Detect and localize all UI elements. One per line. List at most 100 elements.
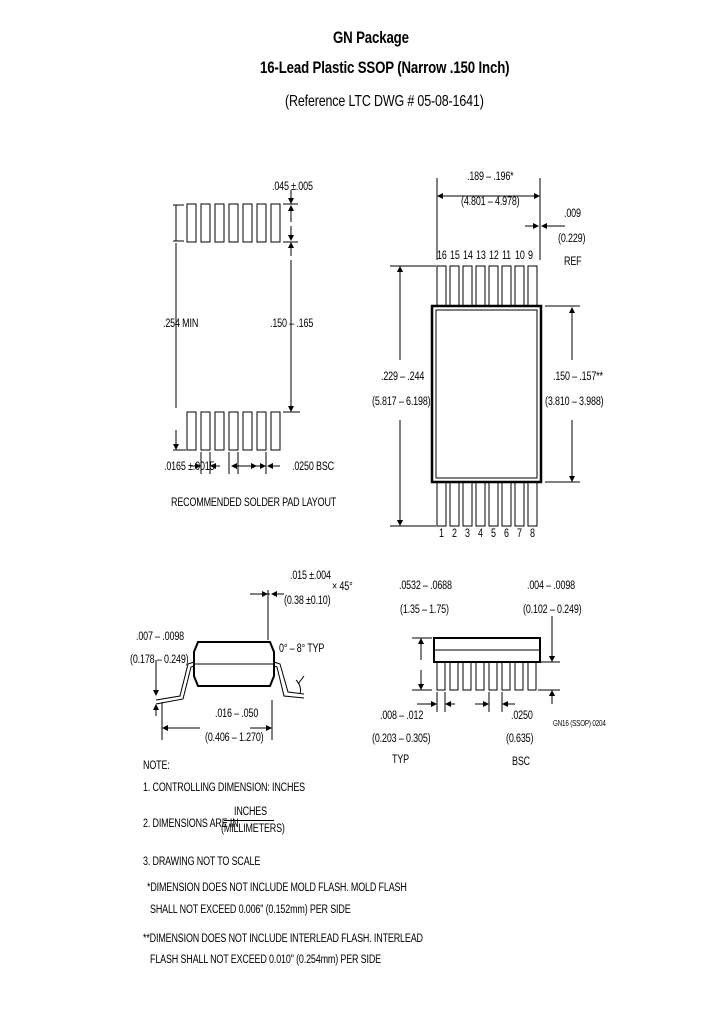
lead-top <box>501 265 512 307</box>
note-star-1a: *DIMENSION DOES NOT INCLUDE MOLD FLASH. … <box>147 882 407 894</box>
pin-number: 16 <box>437 250 447 262</box>
note-2-millimeters: (MILLIMETERS) <box>221 823 285 835</box>
end-pitch-in-label: .0250 <box>511 710 533 722</box>
solder-pad <box>200 411 211 451</box>
lead-bottom <box>475 481 486 527</box>
lead-top <box>462 265 473 307</box>
solder-pad <box>214 203 225 243</box>
ref-mm-label: (0.229) <box>558 233 586 245</box>
page-title: GN Package <box>333 28 409 47</box>
note-1: 1. CONTROLLING DIMENSION: INCHES <box>143 782 305 794</box>
ref-text-label: REF <box>564 256 582 268</box>
note-star-2a: **DIMENSION DOES NOT INCLUDE INTERLEAD F… <box>143 933 423 945</box>
pin-number: 9 <box>528 250 533 262</box>
end-lead <box>462 661 472 691</box>
lead-thickness-mm-label: (0.178 – 0.249) <box>130 654 189 666</box>
lead-top <box>527 265 538 307</box>
solder-pad <box>270 203 281 243</box>
lead-top <box>449 265 460 307</box>
lead-top <box>488 265 499 307</box>
pin-number: 7 <box>517 528 522 540</box>
solder-pad <box>186 203 197 243</box>
lead-width-mm-label: (0.203 – 0.305) <box>372 733 431 745</box>
pad-width-label: .045 ±.005 <box>272 181 313 193</box>
solder-pad <box>228 411 239 451</box>
package-body <box>430 304 543 484</box>
end-lead <box>475 661 485 691</box>
end-lead <box>436 661 446 691</box>
lead-angle-label: 0° – 8° TYP <box>279 643 325 655</box>
solder-pad <box>214 411 225 451</box>
solder-pad <box>228 203 239 243</box>
lead-thickness-in-label: .007 – .0098 <box>136 631 185 643</box>
end-pitch-bsc-label: BSC <box>512 756 530 768</box>
foot-length-in-label: .016 – .050 <box>215 708 259 720</box>
drawing-code: GN16 (SSOP) 0204 <box>553 719 606 728</box>
pin-number: 4 <box>478 528 483 540</box>
lead-width-in-label: .008 – .012 <box>380 710 424 722</box>
chamfer-in-label: .015 ±.004 <box>290 570 331 582</box>
lead-top <box>436 265 447 307</box>
lead-bottom <box>436 481 447 527</box>
pin-number: 3 <box>465 528 470 540</box>
lead-bottom <box>514 481 525 527</box>
body-width-mm-label: (3.810 – 3.988) <box>545 396 604 408</box>
pin-number: 11 <box>502 250 512 262</box>
pitch-label: .0250 BSC <box>292 461 334 473</box>
chamfer-mm-label: (0.38 ±0.10) <box>284 595 331 607</box>
end-pitch-mm-label: (0.635) <box>506 733 534 745</box>
end-lead <box>501 661 511 691</box>
lead-bottom <box>462 481 473 527</box>
package-end-view <box>412 616 560 712</box>
solder-pad <box>242 203 253 243</box>
lead-bottom <box>449 481 460 527</box>
solder-pad <box>200 203 211 243</box>
solder-pad <box>270 411 281 451</box>
solder-pad-layout <box>173 190 300 474</box>
pin-number: 15 <box>450 250 460 262</box>
lead-bottom <box>488 481 499 527</box>
lead-bottom <box>501 481 512 527</box>
min-span-label: .254 MIN <box>163 318 199 330</box>
height-mm-label: (1.35 – 1.75) <box>400 604 449 616</box>
package-top-view <box>390 178 580 527</box>
notes-heading: NOTE: <box>143 760 170 772</box>
body-width-in-label: .150 – .157** <box>553 371 603 383</box>
standoff-in-label: .004 – .0098 <box>527 580 576 592</box>
lead-width-typ-label: TYP <box>392 754 409 766</box>
overall-width-mm-label: (5.817 – 6.198) <box>372 396 431 408</box>
end-lead <box>514 661 524 691</box>
note-2-fraction-line <box>224 820 274 821</box>
lead-top <box>475 265 486 307</box>
pin-number: 10 <box>515 250 525 262</box>
pad-layout-caption: RECOMMENDED SOLDER PAD LAYOUT <box>171 497 337 509</box>
solder-pad <box>242 411 253 451</box>
pad-pitch-width-label: .0165 ±.0015 <box>164 461 215 473</box>
note-star-2b: FLASH SHALL NOT EXCEED 0.010" (0.254mm) … <box>150 954 382 966</box>
overall-width-in-label: .229 – .244 <box>381 371 425 383</box>
note-2: 2. DIMENSIONS ARE IN <box>143 818 239 830</box>
end-lead <box>488 661 498 691</box>
note-2-inches: INCHES <box>234 806 267 818</box>
pin-number: 2 <box>452 528 457 540</box>
pin-number: 8 <box>530 528 535 540</box>
end-lead <box>449 661 459 691</box>
lead-top <box>514 265 525 307</box>
inner-span-label: .150 – .165 <box>270 318 314 330</box>
standoff-mm-label: (0.102 – 0.249) <box>523 604 582 616</box>
pin-number: 14 <box>463 250 473 262</box>
height-in-label: .0532 – .0688 <box>399 580 452 592</box>
solder-pad <box>256 411 267 451</box>
note-star-1b: SHALL NOT EXCEED 0.006" (0.152mm) PER SI… <box>150 904 351 916</box>
lead-bottom <box>527 481 538 527</box>
length-in-label: .189 – .196* <box>467 171 514 183</box>
pin-number: 13 <box>476 250 486 262</box>
solder-pad <box>186 411 197 451</box>
pin-number: 6 <box>504 528 509 540</box>
foot-length-mm-label: (0.406 – 1.270) <box>205 732 264 744</box>
length-mm-label: (4.801 – 4.978) <box>461 196 520 208</box>
reference-dwg: (Reference LTC DWG # 05-08-1641) <box>285 93 484 110</box>
note-3: 3. DRAWING NOT TO SCALE <box>143 856 261 868</box>
pin-number: 12 <box>489 250 499 262</box>
